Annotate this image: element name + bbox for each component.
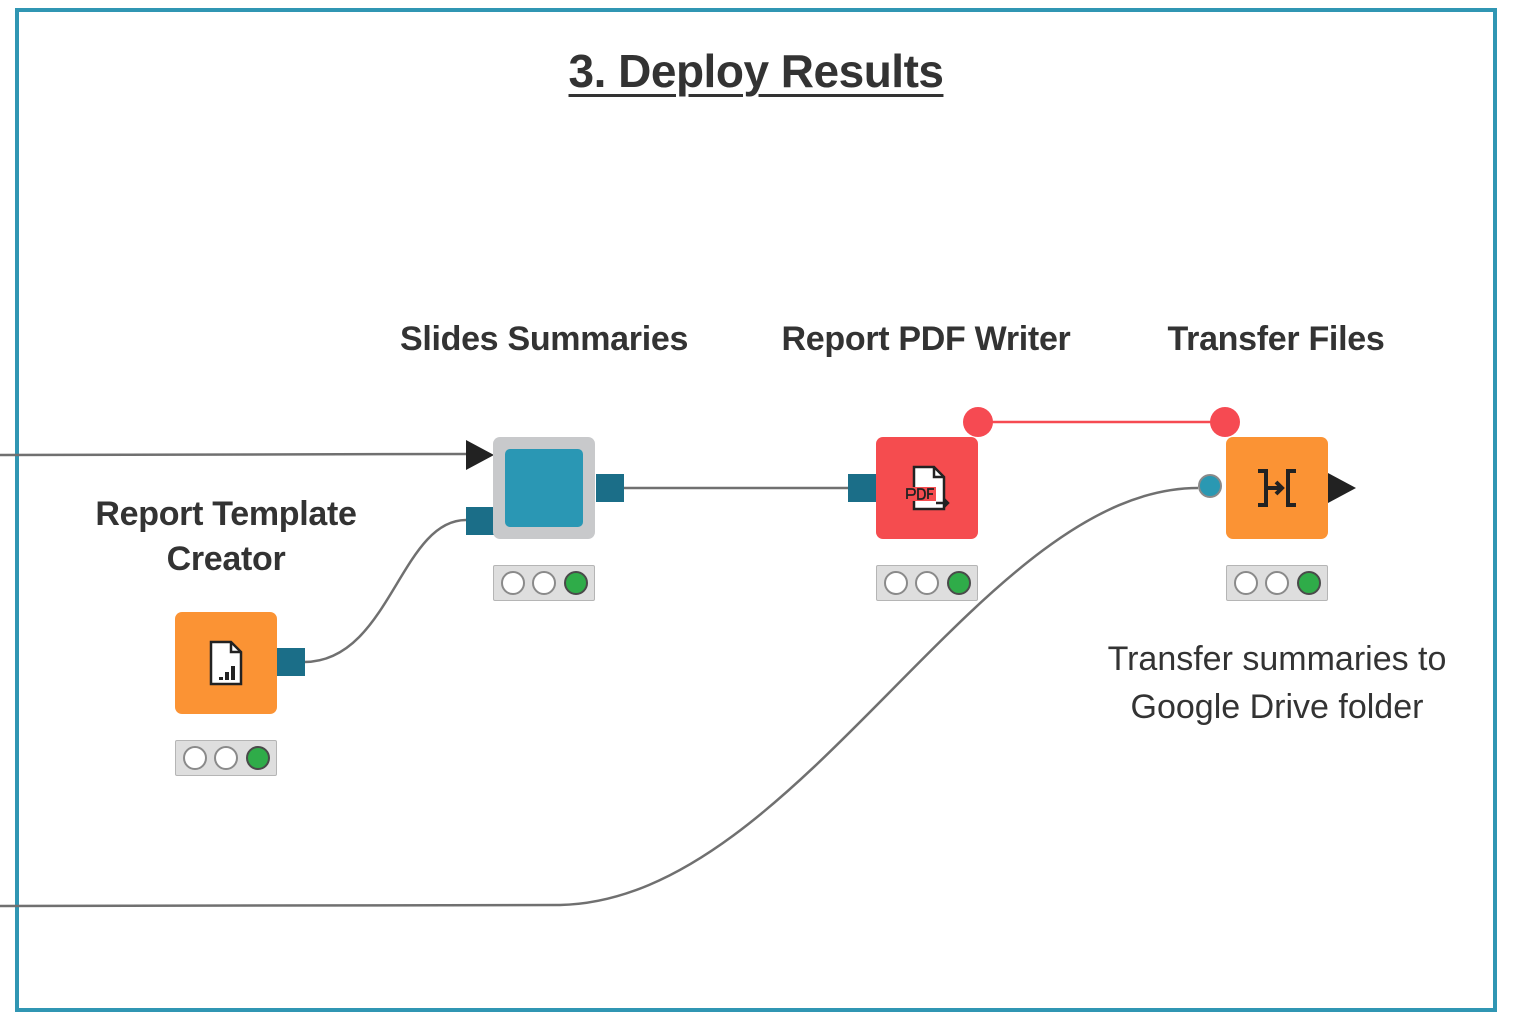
section-title: 3. Deploy Results — [568, 45, 944, 97]
status-light-yellow — [915, 571, 939, 595]
status-light-yellow — [1265, 571, 1289, 595]
status-light-green — [246, 746, 270, 770]
input-port-slides-flow[interactable] — [466, 440, 494, 470]
status-light-red — [183, 746, 207, 770]
status-light-green — [1297, 571, 1321, 595]
status-light-red — [1234, 571, 1258, 595]
status-light-green — [564, 571, 588, 595]
metanode-icon — [505, 449, 583, 527]
status-light-yellow — [532, 571, 556, 595]
output-port-report-template[interactable] — [277, 648, 305, 676]
input-port-transfer-files[interactable] — [1198, 474, 1222, 498]
input-port-slides-data[interactable] — [466, 507, 494, 535]
connection-incoming-top[interactable] — [0, 452, 469, 457]
node-label-report-template-creator: Report Template Creator — [95, 495, 357, 578]
node-report-template-creator[interactable] — [175, 612, 277, 714]
status-light-red — [501, 571, 525, 595]
node-annotation-transfer-files: Transfer summaries to Google Drive folde… — [1107, 640, 1447, 726]
node-transfer-files[interactable] — [1226, 437, 1328, 539]
output-port-transfer-files[interactable] — [1328, 473, 1356, 503]
flow-variable-out-port[interactable] — [963, 407, 993, 437]
pdf-document-icon — [904, 465, 950, 511]
flow-variable-in-port[interactable] — [1210, 407, 1240, 437]
connection-incoming-bottom[interactable] — [0, 486, 1199, 908]
transfer-files-icon — [1258, 469, 1296, 507]
connection-template-to-slides[interactable] — [303, 518, 467, 664]
input-port-pdf-writer[interactable] — [848, 474, 876, 502]
node-label-slides-summaries: Slides Summaries — [399, 320, 689, 358]
status-light-red — [884, 571, 908, 595]
node-slides-summaries[interactable] — [493, 437, 595, 539]
status-light-yellow — [214, 746, 238, 770]
report-document-icon — [209, 640, 243, 686]
workflow-annotation-frame — [15, 8, 1497, 1012]
status-indicator-report-pdf-writer — [876, 565, 978, 601]
status-indicator-report-template-creator — [175, 740, 277, 776]
output-port-slides-summaries[interactable] — [596, 474, 624, 502]
status-light-green — [947, 571, 971, 595]
status-indicator-slides-summaries — [493, 565, 595, 601]
node-report-pdf-writer[interactable] — [876, 437, 978, 539]
status-indicator-transfer-files — [1226, 565, 1328, 601]
node-label-report-pdf-writer: Report PDF Writer — [781, 320, 1071, 358]
node-label-transfer-files: Transfer Files — [1167, 320, 1385, 358]
